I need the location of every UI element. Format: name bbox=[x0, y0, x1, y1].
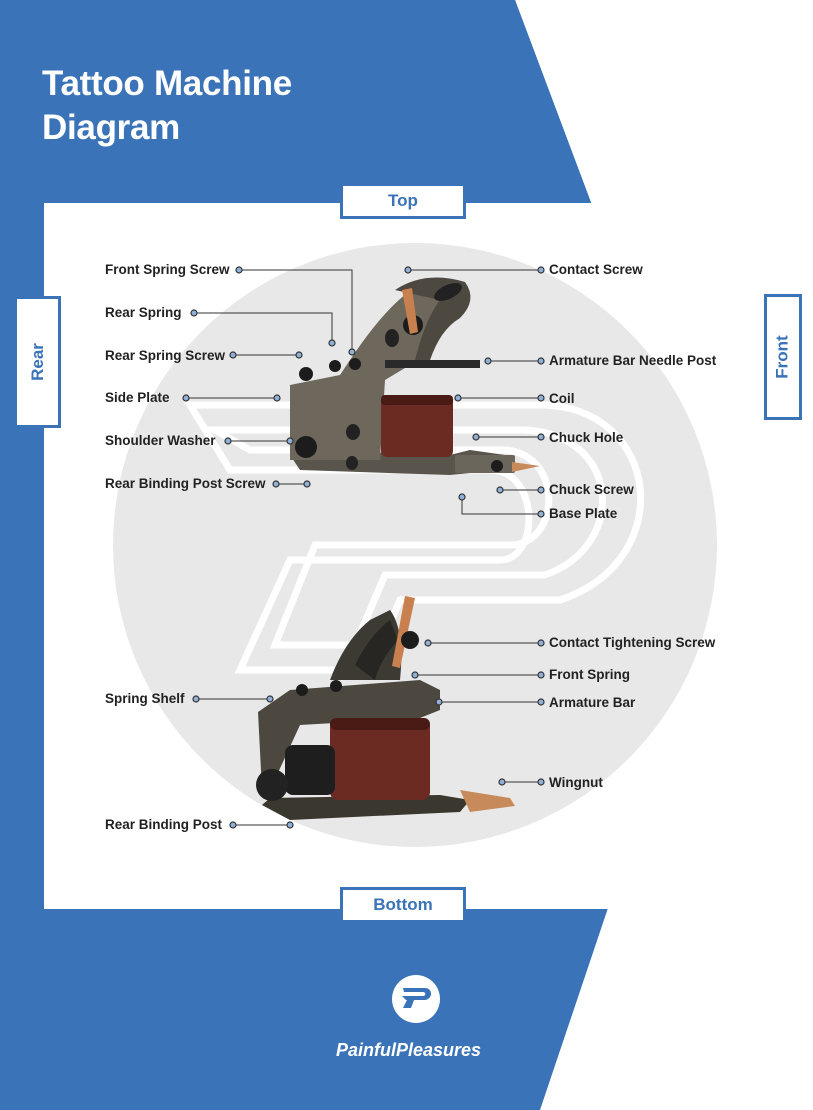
callout-chuck-screw: Chuck Screw bbox=[549, 482, 634, 497]
bottom-label-text: Bottom bbox=[373, 895, 433, 914]
callout-armature-bar-needle-post: Armature Bar Needle Post bbox=[549, 353, 717, 368]
callout-rear-spring-screw: Rear Spring Screw bbox=[105, 348, 226, 363]
callout-contact-tightening-screw: Contact Tightening Screw bbox=[549, 635, 716, 650]
painfulpleasures-p-logo-icon bbox=[402, 988, 431, 1008]
callout-front-spring: Front Spring bbox=[549, 667, 630, 682]
callout-contact-screw: Contact Screw bbox=[549, 262, 643, 277]
rear-label-text: Rear bbox=[27, 343, 47, 381]
callout-chuck-hole: Chuck Hole bbox=[549, 430, 624, 445]
callout-rear-binding-post: Rear Binding Post bbox=[105, 817, 223, 832]
callout-front-spring-screw: Front Spring Screw bbox=[105, 262, 230, 277]
callout-shoulder-washer: Shoulder Washer bbox=[105, 433, 216, 448]
title-line-2: Diagram bbox=[42, 108, 180, 147]
orientation-label-rear: Rear bbox=[14, 296, 61, 428]
orientation-label-front: Front bbox=[764, 294, 802, 420]
callout-side-plate: Side Plate bbox=[105, 390, 170, 405]
callout-spring-shelf: Spring Shelf bbox=[105, 691, 185, 706]
brand-name: PainfulPleasures bbox=[336, 1040, 482, 1060]
orientation-label-top: Top bbox=[340, 183, 466, 219]
callout-armature-bar: Armature Bar bbox=[549, 695, 636, 710]
brand-logo bbox=[392, 975, 440, 1023]
title-line-1: Tattoo Machine bbox=[42, 64, 292, 103]
callout-wingnut: Wingnut bbox=[549, 775, 603, 790]
callout-base-plate: Base Plate bbox=[549, 506, 618, 521]
callout-rear-spring: Rear Spring bbox=[105, 305, 182, 320]
orientation-label-bottom: Bottom bbox=[340, 887, 466, 923]
callout-rear-binding-post-screw: Rear Binding Post Screw bbox=[105, 476, 266, 491]
callout-coil: Coil bbox=[549, 391, 575, 406]
page-title: Tattoo Machine Diagram bbox=[42, 62, 292, 150]
front-label-text: Front bbox=[773, 335, 792, 379]
top-label-text: Top bbox=[388, 191, 418, 210]
